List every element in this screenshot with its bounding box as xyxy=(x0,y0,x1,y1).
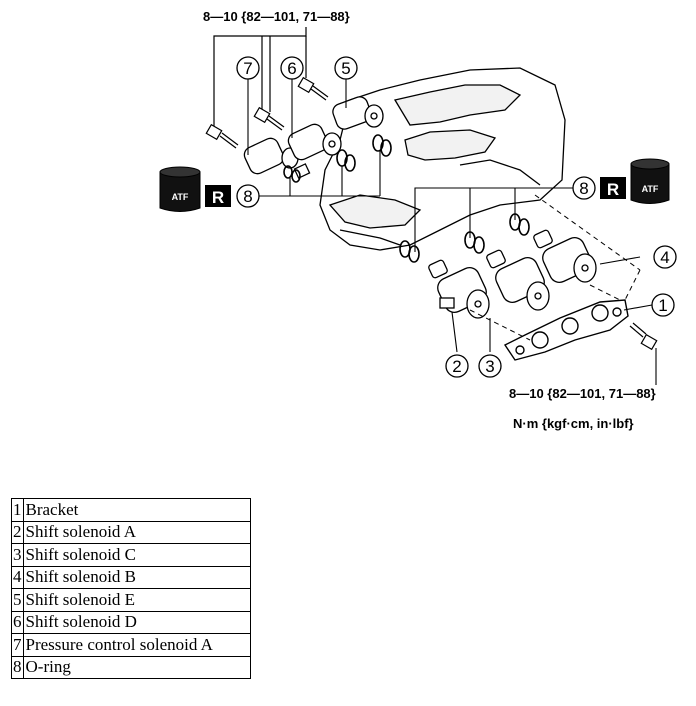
legend-number: 6 xyxy=(11,610,24,634)
svg-text:2: 2 xyxy=(452,357,461,376)
legend-label: Shift solenoid D xyxy=(22,610,251,634)
callout-5: 5 xyxy=(334,56,358,80)
svg-text:8: 8 xyxy=(579,179,588,198)
torque-spec-top: 8—10 {82—101, 71—88} xyxy=(203,9,350,24)
bolt xyxy=(297,76,329,101)
torque-units: N·m {kgf·cm, in·lbf} xyxy=(513,416,634,431)
callout-6: 6 xyxy=(280,56,304,80)
svg-text:R: R xyxy=(212,188,224,207)
shift-solenoid-c xyxy=(486,249,550,311)
shift-solenoid-e xyxy=(332,96,384,130)
shift-solenoid-a xyxy=(428,259,490,319)
callout-8-left: 8 xyxy=(236,184,260,208)
replace-r-icon-right: R xyxy=(600,177,626,199)
legend-number: 8 xyxy=(11,655,24,679)
svg-text:ATF: ATF xyxy=(642,184,659,194)
torque-spec-bottom: 8—10 {82—101, 71—88} xyxy=(509,386,656,401)
atf-can-icon-left: ATF xyxy=(159,166,201,212)
replace-r-icon-left: R xyxy=(205,185,231,207)
legend-number: 2 xyxy=(11,520,24,544)
legend-label: Shift solenoid C xyxy=(22,543,251,567)
bolt-group xyxy=(205,76,658,351)
callout-3: 3 xyxy=(478,354,502,378)
alignment-lines xyxy=(469,194,641,341)
svg-text:8: 8 xyxy=(243,187,252,206)
callout-8-right: 8 xyxy=(572,176,596,200)
svg-text:4: 4 xyxy=(660,248,669,267)
legend-label: Shift solenoid A xyxy=(22,520,251,544)
svg-text:3: 3 xyxy=(485,357,494,376)
legend-label: Shift solenoid E xyxy=(22,588,251,612)
svg-text:1: 1 xyxy=(658,296,667,315)
callout-2: 2 xyxy=(445,354,469,378)
legend-label: O-ring xyxy=(22,655,251,679)
o-rings-upper xyxy=(283,134,392,183)
bolt xyxy=(253,106,285,131)
shift-solenoid-d xyxy=(287,123,342,161)
svg-text:R: R xyxy=(607,180,619,199)
callout-4: 4 xyxy=(653,245,677,269)
legend-number: 5 xyxy=(11,588,24,612)
callout-leaders xyxy=(247,78,657,385)
bolt xyxy=(205,123,239,149)
atf-can-icon-right: ATF xyxy=(630,158,670,204)
svg-text:ATF: ATF xyxy=(172,192,189,202)
legend-number: 7 xyxy=(11,633,24,657)
legend-number: 4 xyxy=(11,565,24,589)
bolt xyxy=(629,322,658,351)
svg-text:7: 7 xyxy=(243,59,252,78)
legend-label: Pressure control solenoid A xyxy=(22,633,251,657)
legend-number: 1 xyxy=(11,498,24,522)
legend-label: Shift solenoid B xyxy=(22,565,251,589)
bracket xyxy=(503,299,629,361)
solenoid-exploded-diagram: 8—10 {82—101, 71—88} xyxy=(159,9,677,431)
callout-7: 7 xyxy=(236,56,260,80)
svg-text:5: 5 xyxy=(341,59,350,78)
torque-leaders-top xyxy=(213,27,307,130)
callout-1: 1 xyxy=(651,293,675,317)
svg-text:6: 6 xyxy=(287,59,296,78)
legend-number: 3 xyxy=(11,543,24,567)
shift-solenoid-b xyxy=(533,229,597,283)
legend-label: Bracket xyxy=(22,498,251,522)
